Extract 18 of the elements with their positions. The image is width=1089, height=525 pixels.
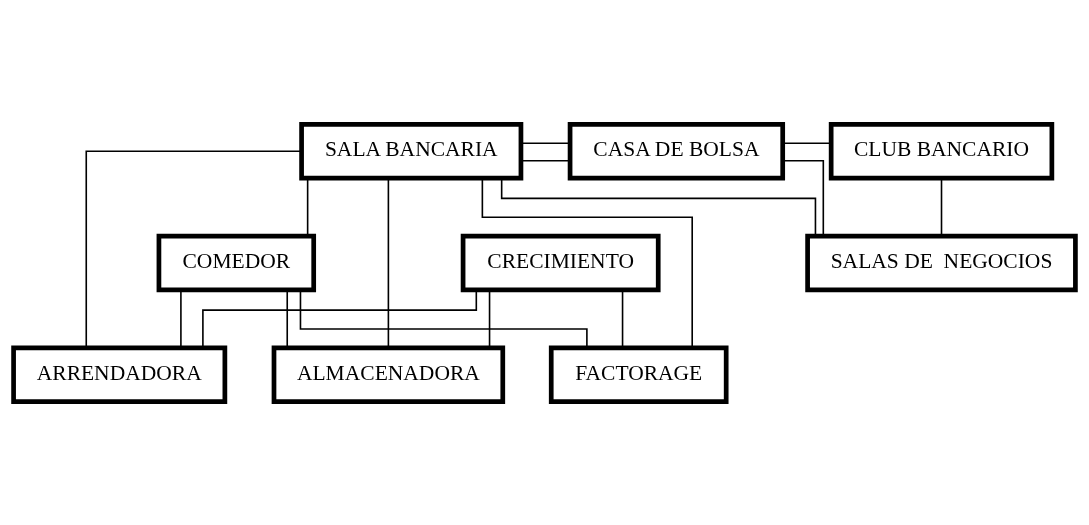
connector [500, 177, 817, 237]
node-box: SALAS DE NEGOCIOS [805, 233, 1078, 292]
connector [782, 141, 832, 144]
connector [520, 141, 571, 144]
connector [520, 159, 571, 162]
node-box: CLUB BANCARIO [828, 121, 1055, 181]
node-box: CRECIMIENTO [460, 233, 661, 292]
node-box: ARRENDADORA [11, 344, 228, 404]
node-box: ALMACENADORA [271, 344, 506, 404]
connector [306, 177, 309, 237]
node-box: FACTORAGE [548, 344, 729, 404]
connector [202, 289, 478, 348]
node-box: CASA DE BOLSA [567, 121, 786, 181]
connector [940, 177, 943, 237]
node-box: SALA BANCARIA [299, 121, 524, 181]
connector [481, 177, 693, 348]
node-box: COMEDOR [156, 233, 317, 292]
connector [85, 150, 303, 349]
